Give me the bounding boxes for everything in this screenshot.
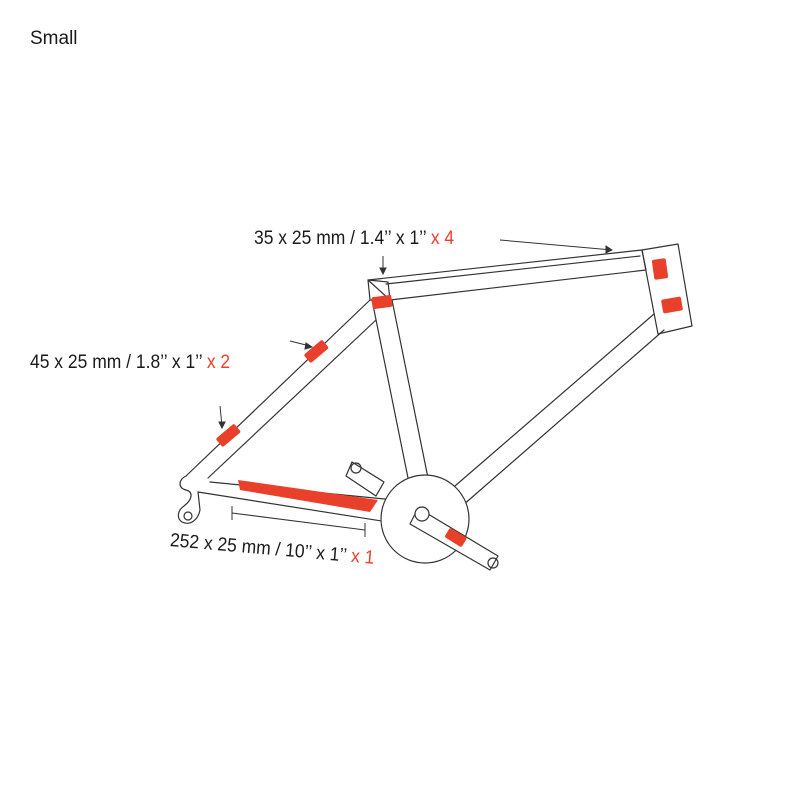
down-tube	[447, 313, 665, 507]
dropout-hole	[183, 511, 193, 521]
head-tube	[641, 243, 693, 335]
label-head-stickers: 35 x 25 mm / 1.4’’ x 1’’ x 4	[254, 228, 454, 250]
seat-tube	[371, 299, 429, 479]
page-title: Small	[30, 28, 78, 49]
seat-stay	[185, 299, 377, 479]
sticker-head-upper	[651, 258, 669, 280]
sticker-head-lower	[661, 296, 683, 314]
arrow-top-right	[499, 239, 613, 251]
sticker-crank	[445, 528, 467, 547]
dropout	[177, 475, 201, 524]
label-head-size: 35 x 25 mm / 1.4’’ x 1’’	[254, 228, 426, 249]
sticker-seat-stay-lower	[216, 424, 241, 447]
label-stay-stickers: 45 x 25 mm / 1.8’’ x 1’’ x 2	[30, 352, 230, 374]
dimension-line	[231, 512, 366, 531]
sticker-seat-stay-upper	[304, 340, 329, 363]
crank-arm-upper	[345, 461, 385, 497]
top-tube	[367, 249, 647, 301]
label-chainstay-qty: x 1	[350, 545, 376, 569]
top-tube-inner	[385, 255, 641, 285]
sticker-chain-stay	[238, 480, 378, 512]
label-stay-size: 45 x 25 mm / 1.8’’ x 1’’	[30, 352, 202, 373]
label-stay-qty: x 2	[206, 352, 231, 373]
label-head-qty: x 4	[430, 228, 455, 249]
sticker-seat-collar	[371, 294, 393, 310]
